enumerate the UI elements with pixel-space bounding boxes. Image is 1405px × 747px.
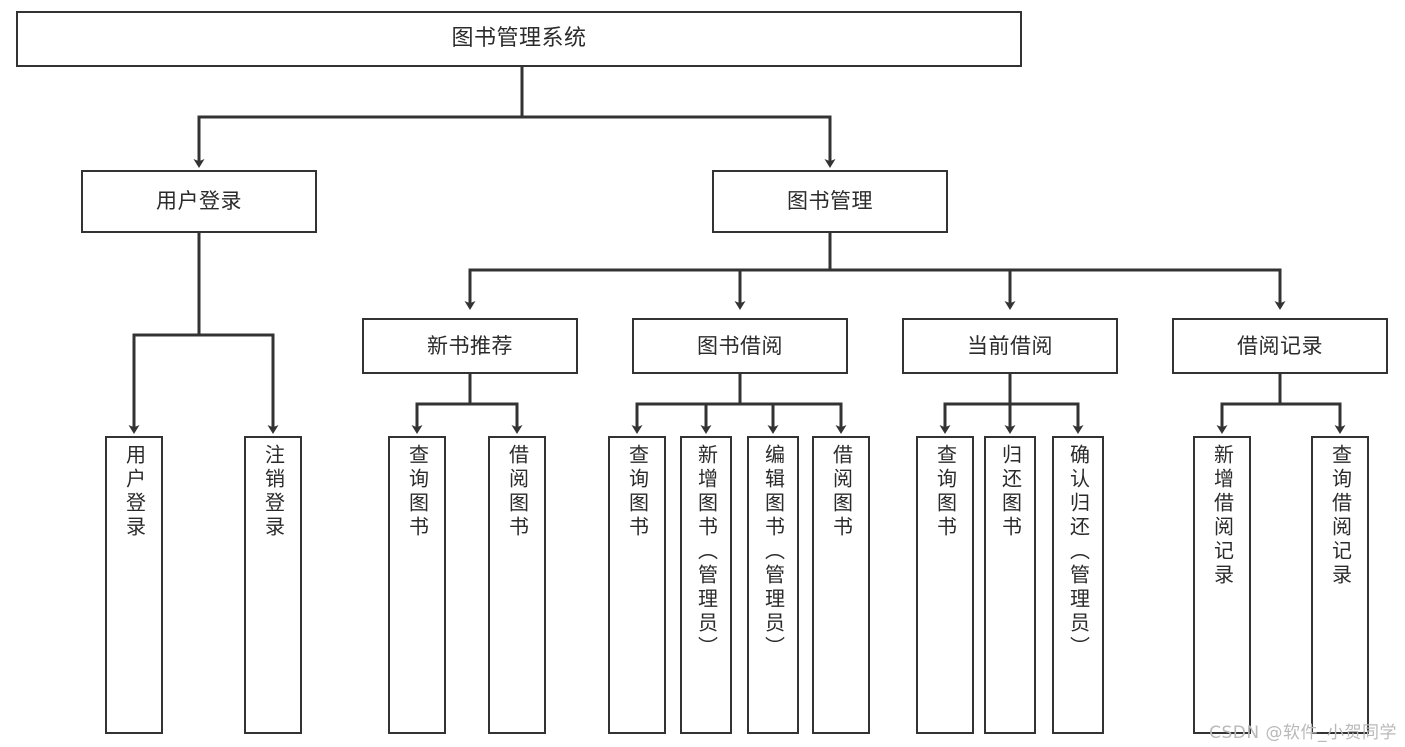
node-leaf-add-borrow-record[interactable]: 新增借阅记录	[1193, 436, 1251, 734]
node-borrow-record[interactable]: 借阅记录	[1172, 318, 1388, 374]
node-label: 确认归还（管理员）	[1066, 444, 1091, 660]
node-label: 查询图书	[405, 444, 430, 540]
node-label: 查询图书	[625, 444, 650, 540]
node-leaf-add-book-admin[interactable]: 新增图书（管理员）	[680, 436, 732, 734]
node-current-borrow[interactable]: 当前借阅	[902, 318, 1118, 374]
node-leaf-query-borrow-record[interactable]: 查询借阅记录	[1311, 436, 1369, 734]
node-label: 当前借阅	[967, 333, 1053, 358]
node-label: 图书借阅	[697, 333, 783, 358]
node-leaf-user-login[interactable]: 用户登录	[105, 436, 163, 734]
node-leaf-confirm-return-admin[interactable]: 确认归还（管理员）	[1052, 436, 1104, 734]
csdn-watermark: CSDN @软件_小贺同学	[1209, 723, 1397, 743]
node-label: 编辑图书（管理员）	[761, 444, 786, 660]
node-label: 注销登录	[261, 444, 286, 540]
node-label: 借阅记录	[1237, 333, 1323, 358]
node-label: 借阅图书	[829, 444, 854, 540]
node-label: 归还图书	[998, 444, 1023, 540]
node-root-book-management-system[interactable]: 图书管理系统	[16, 11, 1022, 67]
node-leaf-borrow-book-recommend[interactable]: 借阅图书	[488, 436, 546, 734]
node-label: 查询图书	[933, 444, 958, 540]
node-leaf-return-book[interactable]: 归还图书	[984, 436, 1036, 734]
node-leaf-query-book-current[interactable]: 查询图书	[916, 436, 974, 734]
node-label: 图书管理	[787, 189, 873, 214]
node-label: 新书推荐	[427, 333, 513, 358]
node-label: 用户登录	[122, 444, 147, 540]
node-label: 查询借阅记录	[1328, 444, 1353, 588]
node-leaf-query-book[interactable]: 查询图书	[608, 436, 666, 734]
node-leaf-edit-book-admin[interactable]: 编辑图书（管理员）	[747, 436, 799, 734]
node-new-book-recommend[interactable]: 新书推荐	[362, 318, 578, 374]
node-leaf-logout[interactable]: 注销登录	[244, 436, 302, 734]
node-label: 借阅图书	[505, 444, 530, 540]
node-label: 新增借阅记录	[1210, 444, 1235, 588]
node-book-management[interactable]: 图书管理	[712, 170, 948, 233]
node-book-borrow[interactable]: 图书借阅	[632, 318, 848, 374]
node-leaf-query-book-recommend[interactable]: 查询图书	[388, 436, 446, 734]
node-label: 图书管理系统	[451, 26, 587, 52]
node-label: 用户登录	[156, 189, 242, 214]
node-user-login[interactable]: 用户登录	[81, 170, 317, 233]
node-label: 新增图书（管理员）	[694, 444, 719, 660]
node-leaf-borrow-book[interactable]: 借阅图书	[812, 436, 870, 734]
